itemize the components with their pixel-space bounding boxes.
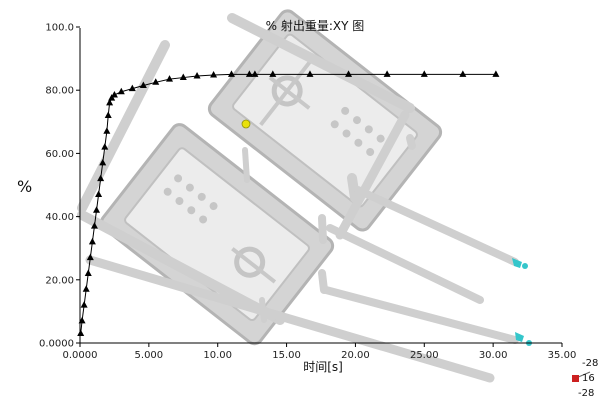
lower-cavity-plate [99,123,335,346]
data-point-marker [97,174,105,182]
data-point-marker [245,70,253,77]
gate-markers [241,119,532,346]
triad-origin-marker [572,375,579,382]
data-point-marker [84,269,92,276]
data-point-marker [128,84,136,92]
x-axis-label: 时间[s] [303,360,343,374]
data-point-marker [152,78,160,85]
data-point-marker [492,70,500,77]
y-tick-label: 100.0 [45,23,74,34]
x-tick-label: 35.00 [548,350,577,361]
data-point-marker [166,75,174,82]
series-line [80,73,496,334]
x-tick-label: 25.00 [410,350,439,361]
x-tick-label: 15.00 [272,350,301,361]
data-point-marker [88,237,96,245]
data-point-marker [78,316,86,324]
data-point-marker [269,70,277,77]
data-point-marker [459,70,467,77]
upper-cavity-plate [207,9,443,232]
triad-label-top: -28 [582,358,598,369]
data-point-marker [110,90,118,98]
plot-axes: 0.0000 20.00 40.00 60.00 80.00 100.0 0.0000 5.… [39,23,576,362]
data-point-marker [80,301,88,308]
data-point-marker [179,73,187,81]
data-point-marker [345,70,353,77]
coordinate-triad: -28 16 -28 [572,358,598,399]
data-point-marker [139,81,147,88]
y-tick-group: 0.0000 20.00 40.00 60.00 80.00 100.0 [39,23,80,350]
y-tick-label: 0.0000 [39,339,74,350]
y-tick-label: 80.00 [45,86,74,97]
data-point-marker [210,71,218,78]
series-layer [77,70,500,337]
chart-title: % 射出重量:XY 图 [266,18,365,33]
data-point-marker [306,70,314,77]
data-point-marker [104,111,112,118]
data-point-marker [103,127,111,134]
x-tick-group: 0.0000 5.000 10.00 15.00 20.00 25.00 30.00 35.0… [63,343,577,361]
data-point-marker [251,70,259,77]
y-tick-label: 40.00 [45,212,74,223]
data-point-marker [117,87,125,95]
x-tick-label: 10.00 [203,350,232,361]
data-point-marker [77,329,85,337]
data-point-marker [93,206,101,213]
x-tick-label: 5.000 [135,350,164,361]
data-point-marker [106,98,114,106]
x-tick-label: 20.00 [341,350,370,361]
triad-label-mid: 16 [582,373,595,384]
triad-label-bottom: -28 [578,388,594,399]
data-point-marker [193,71,201,79]
data-point-marker [82,285,90,292]
data-point-marker [383,70,391,77]
mold-model-render [77,9,532,383]
data-point-marker [227,70,235,77]
y-tick-label: 60.00 [45,149,74,160]
runner-bars [77,13,519,383]
data-point-marker [101,143,109,150]
x-tick-label: 0.0000 [63,350,98,361]
x-tick-label: 30.00 [479,350,508,361]
data-point-marker [90,222,98,229]
y-axis-label: % [17,177,32,196]
data-point-marker [86,253,94,261]
y-tick-label: 20.00 [45,275,74,286]
data-point-marker [95,190,103,197]
data-point-marker [420,70,428,77]
data-point-marker [99,158,107,166]
